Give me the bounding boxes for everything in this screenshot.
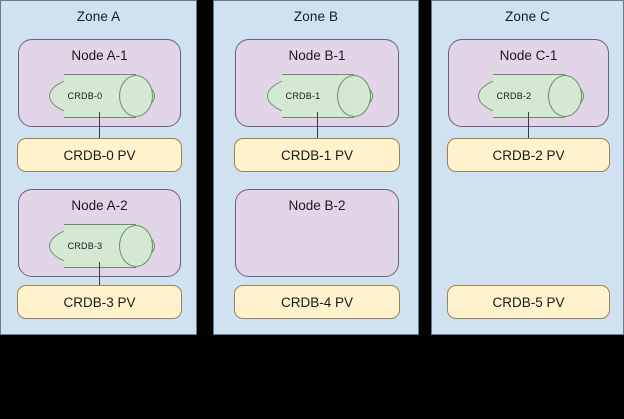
zone-panel-a[interactable]: Zone A Node A-1 CRDB-0 CRDB-0 PV Node A-…: [0, 0, 197, 335]
node-title: Node A-1: [71, 48, 128, 63]
node-box-b-2[interactable]: Node B-2: [235, 189, 399, 277]
database-cylinder-crdb-3[interactable]: CRDB-3: [49, 224, 155, 268]
cylinder-end-cap: [119, 225, 153, 267]
pv-label: CRDB-4 PV: [280, 294, 353, 310]
node-box-c-1[interactable]: Node C-1 CRDB-2: [448, 39, 609, 127]
pv-box-crdb-2[interactable]: CRDB-2 PV: [447, 138, 610, 172]
pod-label: CRDB-0: [67, 91, 103, 101]
connector-node-b1-to-pv: [317, 112, 318, 139]
pod-label: CRDB-2: [496, 91, 532, 101]
node-title: Node B-2: [288, 198, 346, 213]
zone-title: Zone A: [76, 9, 121, 24]
pv-box-crdb-0[interactable]: CRDB-0 PV: [17, 138, 182, 172]
pv-label: CRDB-3 PV: [63, 294, 136, 310]
pv-box-crdb-3[interactable]: CRDB-3 PV: [17, 285, 182, 319]
zone-panel-c[interactable]: Zone C Node C-1 CRDB-2 CRDB-2 PV CRDB-5 …: [431, 0, 624, 335]
node-box-a-2[interactable]: Node A-2 CRDB-3: [18, 189, 181, 277]
cylinder-end-cap: [337, 75, 371, 117]
zone-title: Zone C: [505, 9, 550, 24]
pv-label: CRDB-5 PV: [492, 294, 565, 310]
pv-box-crdb-5[interactable]: CRDB-5 PV: [447, 285, 610, 319]
node-title: Node C-1: [499, 48, 558, 63]
zone-panel-b[interactable]: Zone B Node B-1 CRDB-1 CRDB-1 PV Node B-…: [213, 0, 419, 335]
pv-box-crdb-1[interactable]: CRDB-1 PV: [234, 138, 400, 172]
connector-node-c1-to-pv: [528, 112, 529, 139]
database-cylinder-crdb-2[interactable]: CRDB-2: [478, 74, 584, 118]
database-cylinder-crdb-0[interactable]: CRDB-0: [49, 74, 155, 118]
cylinder-end-cap: [119, 75, 153, 117]
pod-label: CRDB-1: [285, 91, 321, 101]
pod-label: CRDB-3: [67, 241, 103, 251]
pv-label: CRDB-2 PV: [492, 147, 565, 163]
zone-title: Zone B: [293, 9, 339, 24]
connector-node-a2-to-pv: [99, 262, 100, 287]
cylinder-end-cap: [548, 75, 582, 117]
node-title: Node A-2: [71, 198, 128, 213]
database-cylinder-crdb-1[interactable]: CRDB-1: [267, 74, 373, 118]
node-title: Node B-1: [288, 48, 346, 63]
connector-node-a1-to-pv: [99, 112, 100, 139]
pv-label: CRDB-1 PV: [280, 147, 353, 163]
pv-label: CRDB-0 PV: [63, 147, 136, 163]
pv-box-crdb-4[interactable]: CRDB-4 PV: [234, 285, 400, 319]
